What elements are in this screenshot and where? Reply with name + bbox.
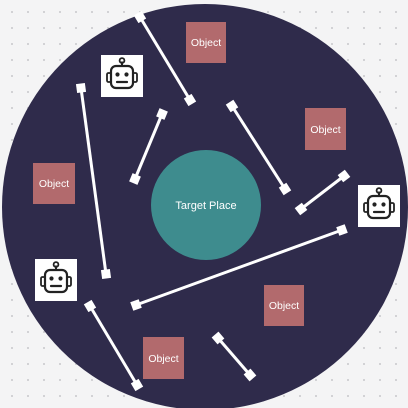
object-box: Object <box>305 108 346 150</box>
rod-line <box>138 16 192 101</box>
object-box: Object <box>33 163 75 204</box>
robot-icon <box>358 185 400 227</box>
rod-end-handle-start <box>211 331 225 345</box>
object-label: Object <box>310 124 340 136</box>
robot-icon <box>35 259 77 301</box>
rod-connector <box>130 224 348 311</box>
rods-layer <box>75 10 351 392</box>
rod-end-handle-start <box>133 10 147 24</box>
target-place: Target Place <box>151 150 261 260</box>
object-box: Object <box>186 22 226 63</box>
object-box: Object <box>264 285 304 326</box>
rod-line <box>135 228 343 307</box>
rod-line <box>230 105 287 190</box>
target-circle <box>151 150 261 260</box>
object-label: Object <box>269 300 299 312</box>
rod-line <box>133 113 164 180</box>
rod-connector <box>133 10 197 107</box>
rod-end-handle-end <box>130 299 142 311</box>
object-label: Object <box>148 353 178 365</box>
objects-layer: Object Object Object Object Object <box>33 22 346 379</box>
rod-end-handle-end <box>100 268 112 280</box>
rod-connector <box>75 82 112 280</box>
rod-end-handle-end <box>278 182 292 196</box>
rod-end-handle-start <box>336 224 348 236</box>
rod-line <box>88 305 139 386</box>
object-label: Object <box>39 178 69 190</box>
rod-end-handle-end <box>243 368 257 382</box>
object-box: Object <box>143 337 184 379</box>
rod-end-handle-start <box>75 82 87 94</box>
target-label: Target Place <box>175 200 236 212</box>
rod-end-handle-start <box>225 99 239 113</box>
object-label: Object <box>191 37 221 49</box>
rod-end-handle-end <box>294 202 308 216</box>
rod-end-handle-end <box>130 378 144 392</box>
rod-connector <box>83 299 144 392</box>
rod-line <box>79 87 108 275</box>
rod-connector <box>294 169 351 216</box>
rod-connector <box>211 331 257 382</box>
rod-connector <box>225 99 292 196</box>
rod-end-handle-start <box>156 108 168 120</box>
rod-end-handle-end <box>129 173 141 185</box>
rod-end-handle-start <box>337 169 351 183</box>
rod-end-handle-end <box>183 93 197 107</box>
robots-layer <box>35 55 400 301</box>
rod-end-handle-start <box>83 299 97 313</box>
robot-icon <box>101 55 143 97</box>
rod-connector <box>129 108 168 185</box>
rod-line <box>216 337 252 376</box>
rod-line <box>300 174 345 211</box>
